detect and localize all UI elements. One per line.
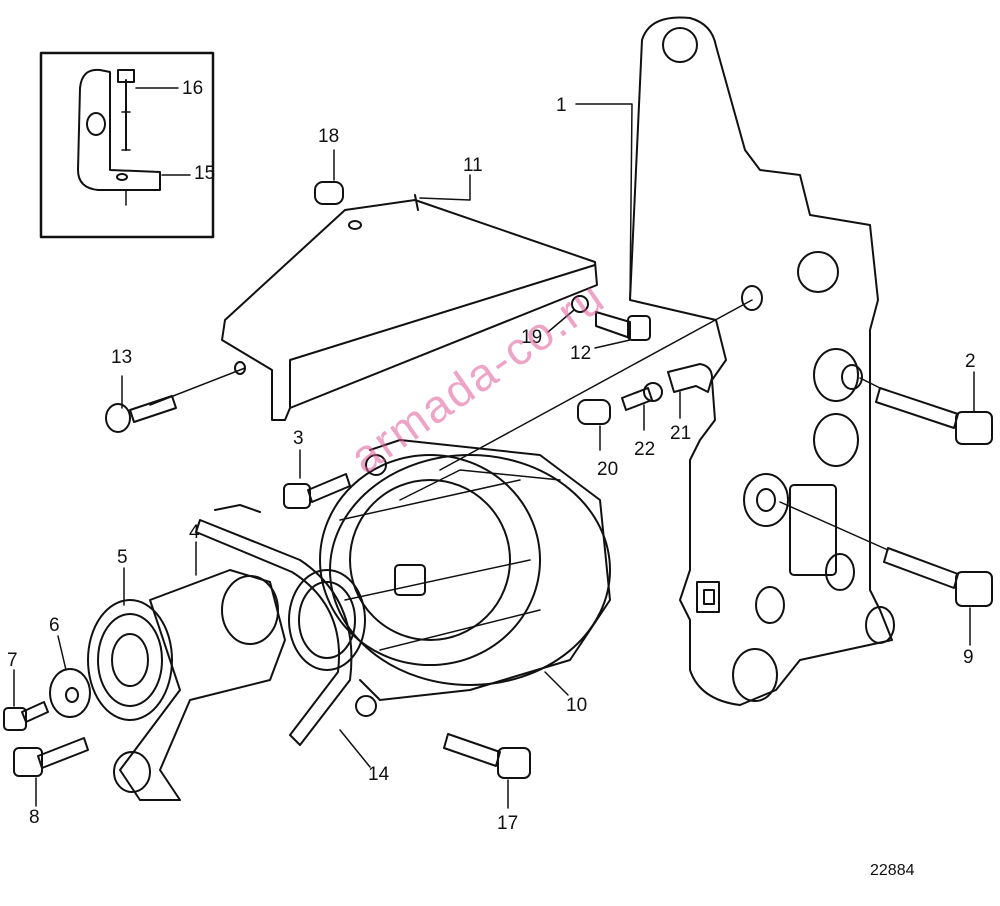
callout-17: 17 xyxy=(497,813,519,834)
belt-drawing xyxy=(195,504,366,746)
callout-8: 8 xyxy=(29,807,40,828)
callout-4: 4 xyxy=(189,522,200,543)
callout-6: 6 xyxy=(49,615,60,636)
callout-12: 12 xyxy=(570,343,592,364)
callout-5: 5 xyxy=(117,547,128,568)
callout-2: 2 xyxy=(965,351,976,372)
callout-10: 10 xyxy=(566,695,588,716)
callout-19: 19 xyxy=(521,327,543,348)
callout-7: 7 xyxy=(7,650,18,671)
callout-20: 20 xyxy=(597,459,619,480)
callout-22: 22 xyxy=(634,439,656,460)
callout-14: 14 xyxy=(368,764,390,785)
callout-11: 11 xyxy=(463,155,483,176)
engine-bracket-drawing xyxy=(629,16,895,706)
callout-16: 16 xyxy=(182,78,204,99)
callout-18: 18 xyxy=(318,126,340,147)
small-hardware-drawing xyxy=(3,181,993,779)
alternator-drawing xyxy=(319,439,611,717)
callout-1: 1 xyxy=(556,95,567,116)
leader-lines xyxy=(13,103,975,809)
figure-number: 22884 xyxy=(870,862,915,879)
callout-21: 21 xyxy=(670,423,692,444)
tensioner-drawing xyxy=(87,569,286,801)
inset-detail xyxy=(39,51,215,239)
callout-3: 3 xyxy=(293,428,304,449)
callout-15: 15 xyxy=(194,163,216,184)
callout-13: 13 xyxy=(111,347,133,368)
callout-9: 9 xyxy=(963,647,974,668)
